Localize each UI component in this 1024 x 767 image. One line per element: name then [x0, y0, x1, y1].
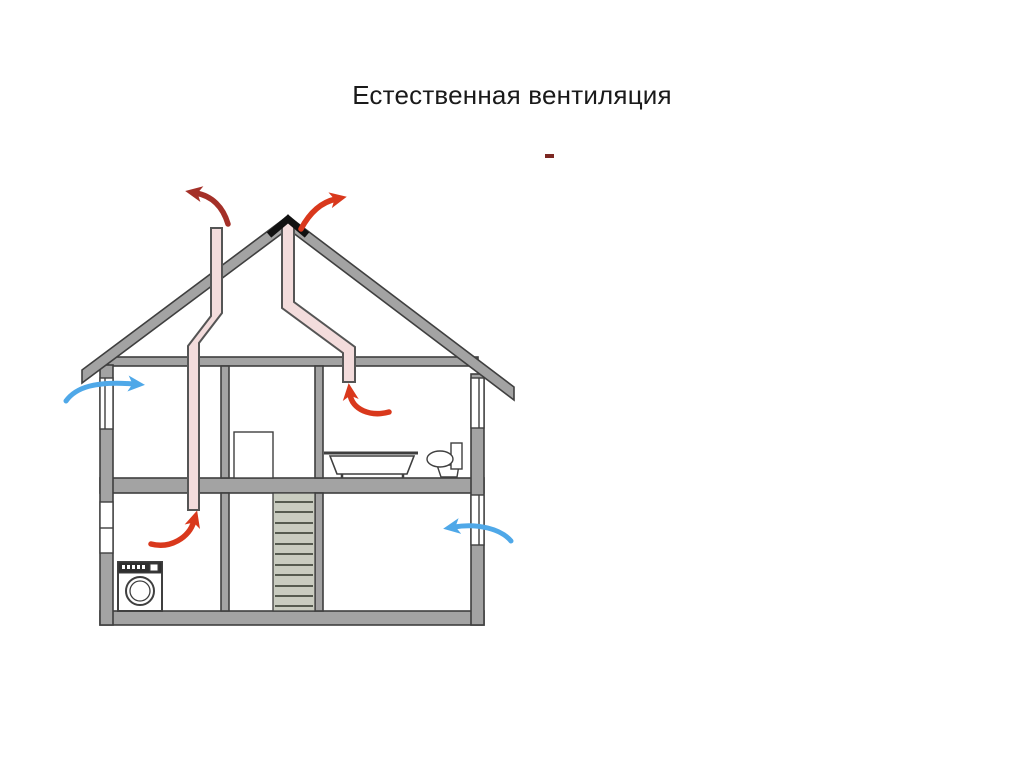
window-left-upper [99, 377, 114, 430]
exhaust-intake-arrow-first-floor [148, 510, 200, 548]
ventilation-pipes [187, 214, 356, 511]
windows [99, 377, 485, 554]
left-exhaust-pipe [187, 227, 223, 511]
right-exhaust-pipe [281, 221, 356, 383]
fresh-air-arrow-right-wall [443, 518, 514, 544]
washing-machine-dial [149, 563, 159, 572]
slide-title: Естественная вентиляция [352, 80, 672, 110]
shower-cabinet [233, 431, 274, 479]
second-floor-slab [99, 477, 485, 494]
fresh-air-arrow-left-wall [63, 375, 145, 404]
bathtub [324, 451, 418, 478]
staircase [272, 492, 316, 612]
toilet [426, 442, 463, 478]
red-dash-artifact [545, 154, 554, 158]
interior-wall-upper-right [314, 365, 324, 479]
window-right-upper [470, 377, 485, 429]
washing-machine [117, 561, 163, 612]
interior-walls [220, 365, 324, 612]
interior-wall-lower-left [220, 492, 230, 612]
ground-slab [99, 610, 485, 626]
interior-wall-lower-right [314, 492, 324, 612]
interior-wall-upper-left [220, 365, 230, 479]
exhaust-intake-arrow-bathroom [342, 383, 392, 417]
attic-floor-slab [107, 356, 479, 367]
exhaust-arrow-ridge-cap [298, 192, 347, 232]
airflow-arrows [63, 186, 514, 548]
window-right-lower [470, 494, 485, 546]
exhaust-arrow-left-pipe-top [185, 186, 231, 227]
